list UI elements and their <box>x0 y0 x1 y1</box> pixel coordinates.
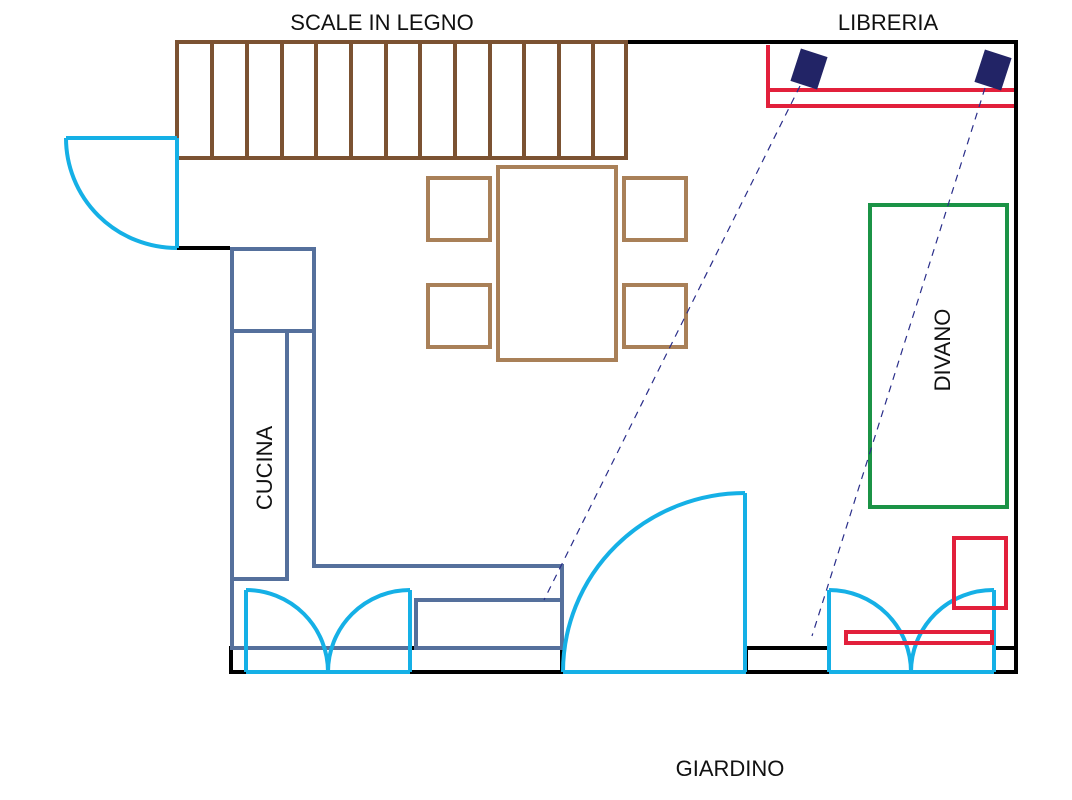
sofa <box>868 203 1009 509</box>
speaker-beam <box>543 85 801 601</box>
dining-table <box>496 165 618 362</box>
chair <box>426 176 492 242</box>
chair <box>426 283 492 349</box>
stairs-label: SCALE IN LEGNO <box>290 10 473 35</box>
bookshelf <box>766 45 1014 108</box>
low-cabinet <box>844 630 994 645</box>
garden-door <box>561 491 747 674</box>
chair <box>622 176 688 242</box>
chair <box>622 283 688 349</box>
speaker-right <box>974 49 1012 91</box>
wooden-stairs <box>175 40 628 160</box>
bookshelf-label: LIBRERIA <box>838 10 939 35</box>
side-cabinet <box>952 536 1008 610</box>
garden-label: GIARDINO <box>676 756 785 781</box>
speaker-beam <box>811 87 986 637</box>
kitchen-units <box>230 247 564 650</box>
speaker-left <box>790 48 828 90</box>
entrance-door <box>64 136 179 250</box>
dining-set <box>426 165 688 362</box>
kitchen-window <box>244 588 412 674</box>
kitchen-label: CUCINA <box>252 426 277 511</box>
walls <box>177 40 1018 674</box>
sofa-label: DIVANO <box>930 309 955 392</box>
